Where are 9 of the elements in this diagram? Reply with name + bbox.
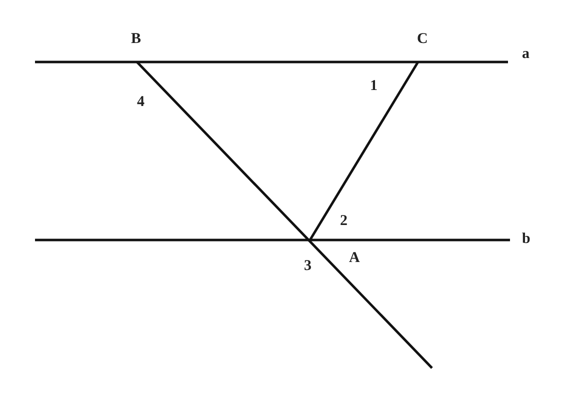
angle-label: 3 xyxy=(304,258,312,274)
angle-label: 1 xyxy=(370,78,378,94)
angle-label: 4 xyxy=(137,94,144,110)
point-label: B xyxy=(131,31,142,47)
point-label: A xyxy=(349,250,360,266)
line-label: b xyxy=(522,231,530,247)
angle-label: 2 xyxy=(340,213,348,229)
line-label: a xyxy=(522,46,530,62)
point-label: C xyxy=(417,31,428,47)
